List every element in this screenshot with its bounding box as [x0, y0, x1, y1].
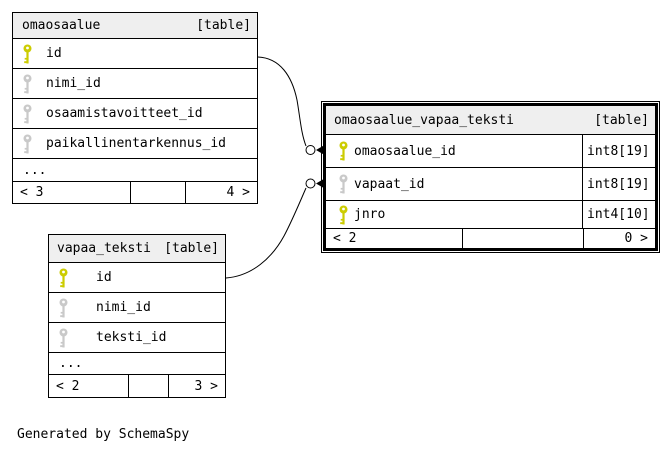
- table-name[interactable]: omaosaalue: [22, 18, 101, 33]
- column-row: id: [49, 263, 225, 293]
- table-type-label: [table]: [594, 112, 649, 128]
- column-row: omaosaalue_id int8[19]: [326, 135, 655, 168]
- column-row: teksti_id: [49, 323, 225, 353]
- column-row: paikallinentarkennus_id: [13, 129, 257, 159]
- table-header: omaosaalue_vapaa_teksti [table]: [326, 106, 655, 135]
- primary-key-icon: [59, 268, 68, 288]
- pager-next[interactable]: 3 >: [194, 378, 218, 394]
- table-name[interactable]: vapaa_teksti: [57, 241, 151, 256]
- table-omaosaalue-vapaa-teksti[interactable]: omaosaalue_vapaa_teksti [table] omaosaal…: [321, 101, 660, 253]
- foreign-key-icon: [23, 104, 32, 124]
- pager-spacer: [129, 375, 169, 397]
- table-header: omaosaalue [table]: [13, 13, 257, 39]
- table-type-label: [table]: [164, 241, 219, 256]
- column-name: jnro: [354, 207, 386, 222]
- table-type-label: [table]: [196, 18, 251, 33]
- ellipsis-row: ...: [13, 159, 257, 182]
- column-row: vapaat_id int8[19]: [326, 168, 655, 201]
- foreign-key-icon: [59, 298, 68, 318]
- pager: < 2 0 >: [326, 229, 655, 248]
- column-name: vapaat_id: [354, 176, 425, 192]
- column-name: nimi_id: [96, 300, 151, 315]
- edge-omaosaalue-id-to-omaosaalue-vapaa-teksti: [257, 56, 307, 147]
- pager-next[interactable]: 0 >: [624, 231, 648, 246]
- ellipsis-label: ...: [59, 356, 83, 371]
- column-name: teksti_id: [96, 330, 167, 345]
- column-name: id: [96, 270, 112, 285]
- table-header: vapaa_teksti [table]: [49, 235, 225, 263]
- pager-prev[interactable]: < 2: [49, 375, 129, 397]
- column-name: paikallinentarkennus_id: [46, 136, 227, 151]
- primary-key-icon: [339, 141, 348, 161]
- column-name: id: [46, 46, 62, 61]
- table-vapaa-teksti[interactable]: vapaa_teksti [table] id nimi_id teksti_i…: [48, 234, 226, 398]
- foreign-key-icon: [23, 134, 32, 154]
- column-type: int8[19]: [582, 135, 655, 167]
- column-row: jnro int4[10]: [326, 201, 655, 229]
- column-row: nimi_id: [49, 293, 225, 323]
- ellipsis-label: ...: [23, 162, 47, 178]
- column-name: omaosaalue_id: [354, 143, 456, 159]
- pager-prev[interactable]: < 2: [326, 229, 463, 248]
- pager-spacer: [131, 182, 186, 203]
- primary-key-icon: [23, 44, 32, 64]
- generated-by-note: Generated by SchemaSpy: [17, 427, 190, 442]
- primary-key-icon: [339, 205, 348, 225]
- column-row: osaamistavoitteet_id: [13, 99, 257, 129]
- column-row: id: [13, 39, 257, 69]
- pager-next[interactable]: 4 >: [226, 185, 250, 200]
- foreign-key-icon: [339, 174, 348, 194]
- edge-odot-icon: [305, 145, 316, 155]
- column-type: int4[10]: [582, 201, 655, 228]
- column-row: nimi_id: [13, 69, 257, 99]
- column-name: nimi_id: [46, 76, 101, 91]
- edge-odot-icon: [305, 178, 316, 189]
- column-type: int8[19]: [582, 168, 655, 200]
- pager-prev[interactable]: < 3: [13, 182, 131, 203]
- table-omaosaalue[interactable]: omaosaalue [table] id nimi_id osaamistav…: [12, 12, 258, 204]
- ellipsis-row: ...: [49, 353, 225, 375]
- pager: < 3 4 >: [13, 182, 257, 203]
- table-name[interactable]: omaosaalue_vapaa_teksti: [334, 112, 515, 128]
- pager: < 2 3 >: [49, 375, 225, 397]
- column-name: osaamistavoitteet_id: [46, 106, 203, 121]
- foreign-key-icon: [23, 74, 32, 94]
- foreign-key-icon: [59, 328, 68, 348]
- pager-spacer: [463, 229, 584, 248]
